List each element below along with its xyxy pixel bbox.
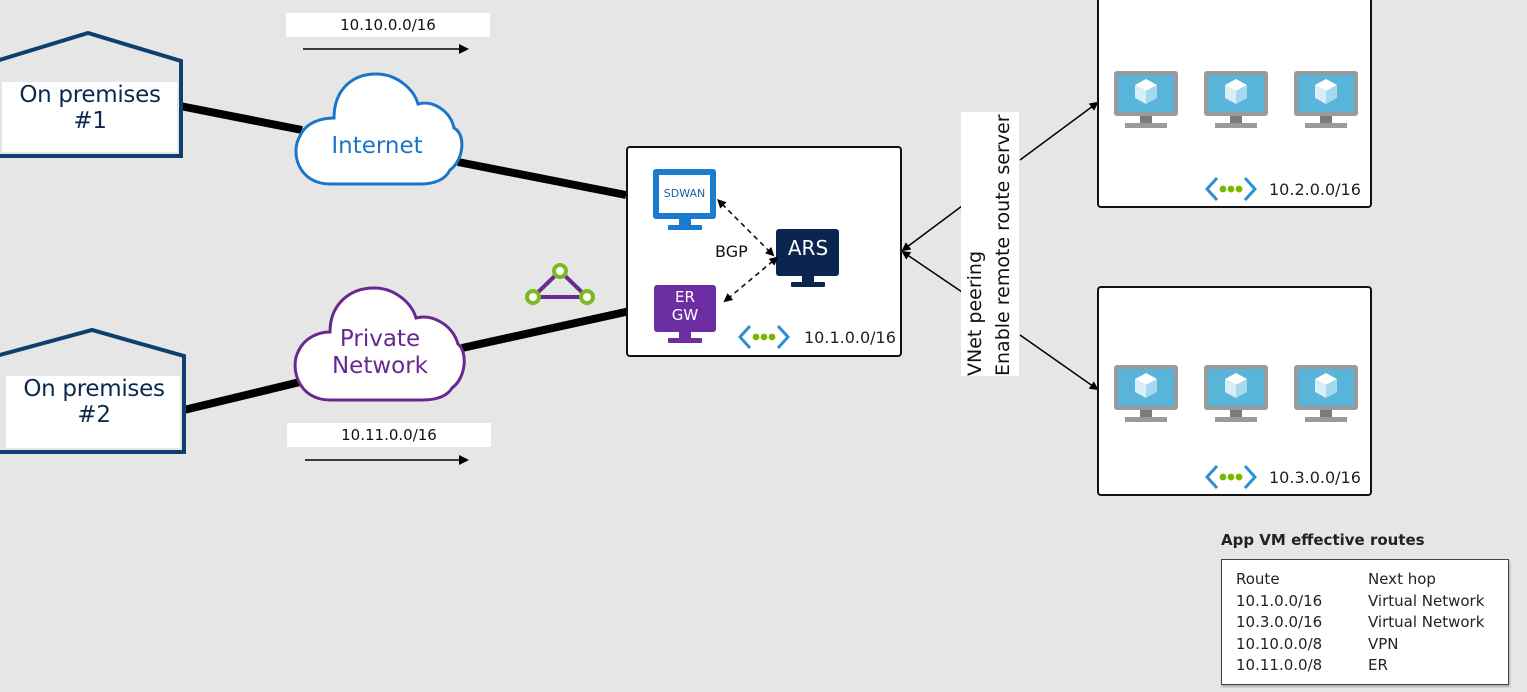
- ars-label: ARS: [787, 236, 829, 260]
- route-row: 10.11.0.0/8 ER: [1236, 655, 1484, 677]
- bgp-link-sdwan-ars: [717, 199, 775, 257]
- route-prefix: 10.10.0.0/8: [1236, 634, 1323, 653]
- route-row: 10.3.0.0/16 Virtual Network: [1236, 612, 1484, 634]
- peering-arrow-to-spoke-1: [1019, 101, 1099, 161]
- vnet-peering-text: VNet peering Enable remote route server: [961, 112, 1019, 376]
- virtual-machine-icon[interactable]: [1293, 364, 1359, 430]
- route-row: 10.10.0.0/8 VPN: [1236, 634, 1484, 656]
- spoke-vnet-2[interactable]: 10.3.0.0/16: [1097, 286, 1372, 496]
- er-gateway-line2: GW: [671, 306, 699, 324]
- link-private-hub: [461, 307, 631, 352]
- link-onprem1-internet: [179, 102, 303, 134]
- spoke-vnet-2-cidr: 10.3.0.0/16: [1269, 468, 1361, 487]
- virtual-machine-icon[interactable]: [1113, 70, 1179, 136]
- sdwan-nva-icon[interactable]: [652, 168, 718, 232]
- virtual-network-icon: [1205, 176, 1257, 202]
- route-prefix: 10.3.0.0/16: [1236, 613, 1323, 631]
- peering-arrow-to-hub-1: [901, 205, 963, 252]
- route-row: 10.1.0.0/16 Virtual Network: [1236, 591, 1484, 613]
- spoke-vnet-1[interactable]: 10.2.0.0/16: [1097, 0, 1372, 208]
- virtual-machine-icon[interactable]: [1113, 364, 1179, 430]
- spoke-vnet-1-cidr: 10.2.0.0/16: [1269, 180, 1361, 199]
- vnet-peering-label: VNet peering Enable remote route server: [961, 112, 1019, 376]
- on-premises-2-line2: #2: [77, 402, 111, 428]
- peering-arrow-to-hub-2: [901, 250, 963, 293]
- virtual-network-icon: [1205, 464, 1257, 490]
- virtual-machine-icon[interactable]: [1203, 70, 1269, 136]
- on-premises-1-label: On premises #1: [4, 82, 176, 134]
- effective-routes-title: App VM effective routes: [1221, 531, 1425, 549]
- virtual-network-icon: [738, 324, 790, 350]
- route-next-hop: ER: [1368, 656, 1388, 674]
- bgp-link-ergw-ars: [723, 256, 779, 303]
- er-gateway-label: ER GW: [654, 288, 716, 324]
- routes-header-route: Route: [1236, 570, 1280, 588]
- cloud-private-label: Private Network: [312, 326, 448, 380]
- on-premises-1-line2: #1: [73, 108, 107, 134]
- peering-arrow-to-spoke-2: [1019, 334, 1099, 391]
- virtual-machine-icon[interactable]: [1203, 364, 1269, 430]
- route-prefix: 10.1.0.0/16: [1236, 591, 1323, 610]
- cloud-private-line2: Network: [331, 353, 429, 379]
- on-premises-2-line1: On premises: [23, 376, 165, 402]
- expressroute-icon: [525, 263, 595, 305]
- route-prefix: 10.11.0.0/8: [1236, 656, 1323, 674]
- er-gateway-line1: ER: [675, 288, 695, 306]
- cloud-private-network: [293, 286, 466, 402]
- bgp-sessions: [717, 199, 779, 303]
- cloud-internet: [294, 72, 464, 186]
- on-premises-1-line1: On premises: [19, 82, 161, 108]
- sdwan-label: SDWAN: [663, 187, 706, 200]
- prefix-label-internet: 10.10.0.0/16: [286, 13, 490, 37]
- bgp-label: BGP: [715, 242, 748, 261]
- virtual-machine-icon[interactable]: [1293, 70, 1359, 136]
- er-gateway-icon[interactable]: [653, 284, 717, 346]
- route-next-hop: Virtual Network: [1368, 591, 1485, 610]
- cloud-private-line1: Private: [339, 326, 421, 352]
- routes-header-next-hop: Next hop: [1368, 570, 1436, 588]
- hub-vnet-cidr: 10.1.0.0/16: [804, 328, 896, 347]
- on-premises-2-label: On premises #2: [8, 376, 180, 428]
- ars-icon[interactable]: [775, 228, 841, 290]
- vnet-peering-line2: Enable remote route server: [992, 114, 1014, 376]
- route-next-hop: Virtual Network: [1368, 613, 1485, 631]
- link-internet-hub: [457, 158, 627, 199]
- hub-vnet[interactable]: SDWAN ARS ER GW BGP 10.1.0.0/16: [626, 146, 902, 357]
- prefix-label-private: 10.11.0.0/16: [287, 423, 491, 447]
- route-next-hop: VPN: [1368, 634, 1399, 653]
- link-onprem2-private: [183, 378, 301, 414]
- routes-header-row: Route Next hop: [1236, 569, 1484, 591]
- cloud-internet-label: Internet: [331, 133, 423, 159]
- vnet-peering-line1: VNet peering: [964, 250, 986, 376]
